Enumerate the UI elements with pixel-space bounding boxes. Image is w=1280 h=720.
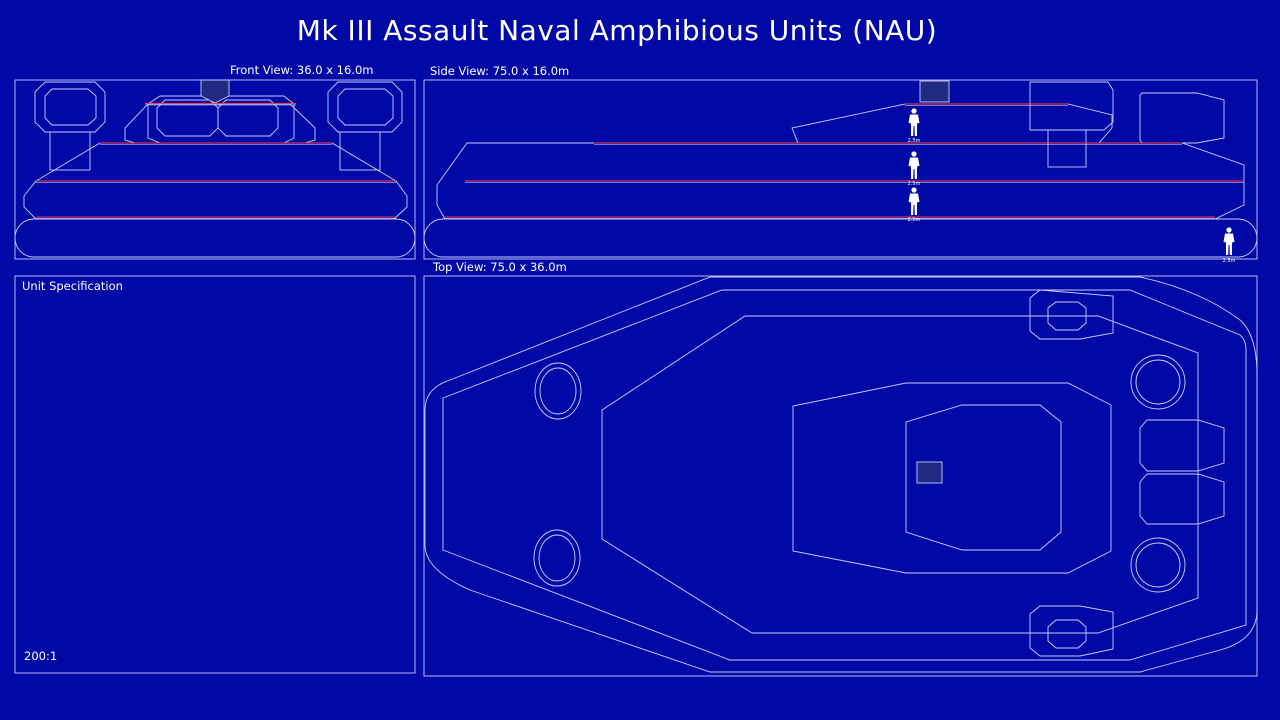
figure-label-3: 2.5m bbox=[908, 217, 921, 223]
front-view-frame bbox=[14, 79, 416, 260]
figure-label-1: 2.5m bbox=[908, 138, 921, 144]
front-view-drawing bbox=[14, 79, 416, 258]
top-view-drawing bbox=[424, 276, 1258, 673]
figure-label-4: 2.5m bbox=[1223, 258, 1236, 264]
scale-ratio: 200:1 bbox=[24, 649, 58, 663]
spec-heading: Unit Specification bbox=[22, 279, 123, 293]
side-view-label: Side View: 75.0 x 16.0m bbox=[430, 64, 570, 78]
top-view-frame bbox=[423, 275, 1258, 677]
front-view-label: Front View: 36.0 x 16.0m bbox=[230, 63, 374, 77]
top-view-label: Top View: 75.0 x 36.0m bbox=[433, 260, 567, 274]
figure-label-2: 2.5m bbox=[908, 181, 921, 187]
spec-frame bbox=[14, 275, 416, 674]
page-title: Mk III Assault Naval Amphibious Units (N… bbox=[296, 14, 938, 47]
side-view-drawing bbox=[423, 80, 1258, 258]
side-view-frame bbox=[423, 79, 1258, 260]
